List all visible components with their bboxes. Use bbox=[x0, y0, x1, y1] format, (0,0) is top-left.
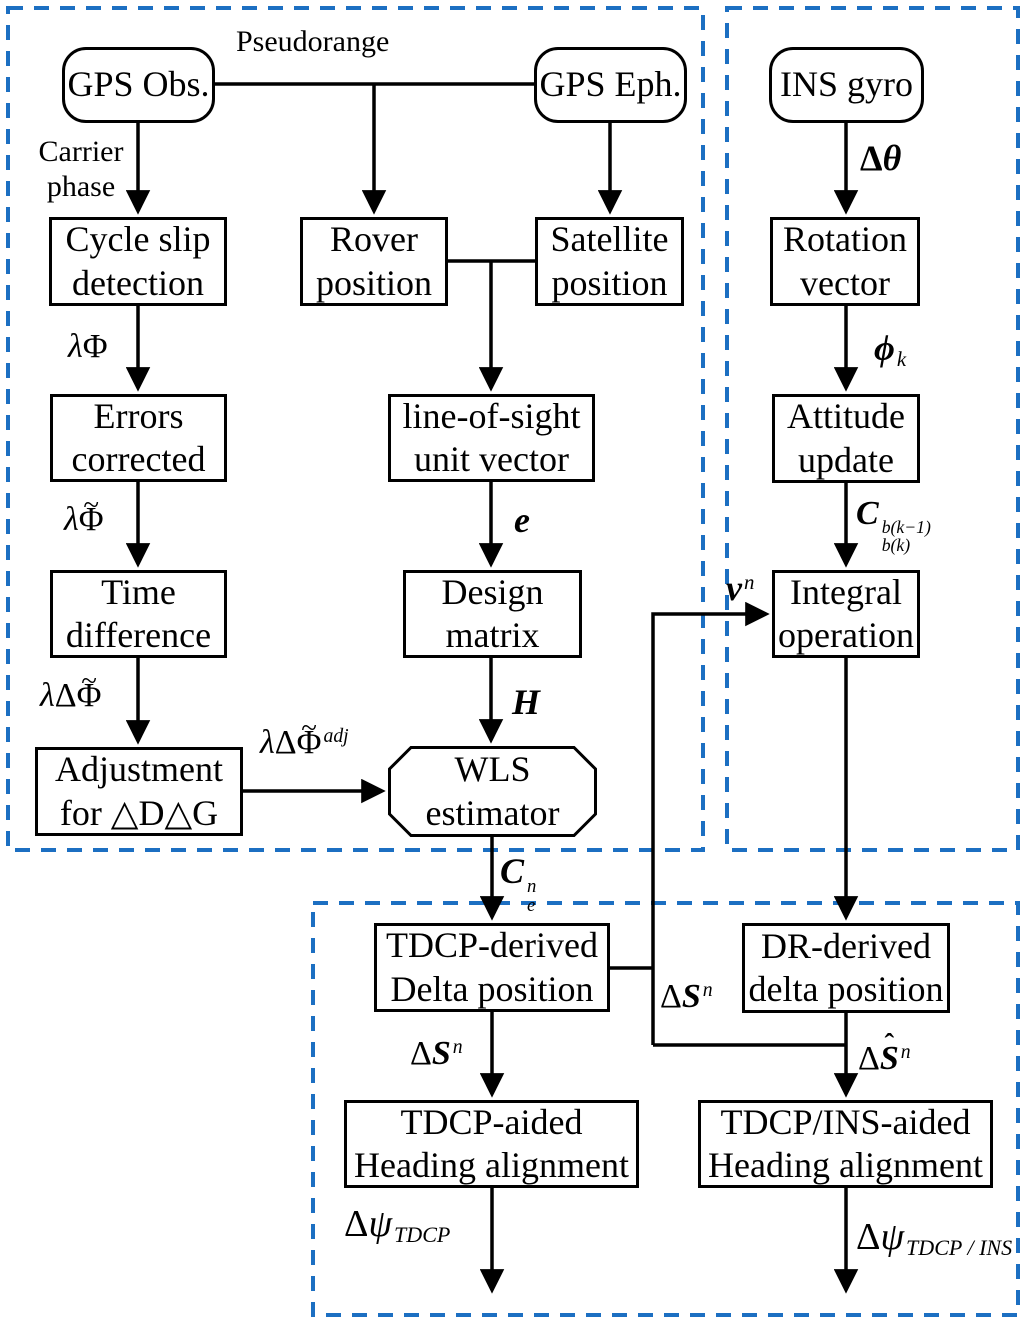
node-ins-gyro: INS gyro bbox=[769, 47, 924, 123]
node-rover-position: Rover position bbox=[300, 217, 448, 306]
node-attitude-update: Attitude update bbox=[772, 394, 920, 483]
label-lambda-phi: λΦ bbox=[68, 328, 108, 365]
label-carrier-phase: Carrier phase bbox=[38, 135, 124, 204]
group-gps-processing bbox=[6, 6, 705, 852]
node-time-difference: Time difference bbox=[50, 570, 227, 658]
node-cycle-slip-detection: Cycle slip detection bbox=[49, 217, 227, 306]
label-lambda-delta-phi-tilde: λΔ~Φ bbox=[40, 665, 102, 714]
label-lambda-phi-tilde: λ~Φ bbox=[64, 489, 104, 538]
node-wls-estimator: WLS estimator bbox=[388, 746, 597, 837]
label-phi-k: ϕk bbox=[874, 328, 907, 371]
label-h-matrix: H bbox=[512, 682, 541, 722]
label-delta-psi-tdcp: ΔψTDCP bbox=[344, 1203, 451, 1248]
node-design-matrix: Design matrix bbox=[403, 570, 582, 658]
group-ins-processing bbox=[725, 6, 1020, 852]
node-line-of-sight-unit-vector: line-of-sight unit vector bbox=[388, 394, 595, 482]
node-tdcp-aided-heading-alignment: TDCP-aided Heading alignment bbox=[344, 1100, 639, 1188]
wls-octagon-shape bbox=[388, 746, 597, 837]
node-dr-derived-delta-position: DR-derived delta position bbox=[742, 923, 950, 1013]
edge-junction-integral-vn bbox=[651, 601, 770, 1045]
node-integral-operation: Integral operation bbox=[772, 570, 920, 658]
node-adjustment: Adjustment for △D△G bbox=[35, 747, 243, 836]
node-tdcp-ins-aided-heading-alignment: TDCP/INS-aided Heading alignment bbox=[698, 1100, 993, 1188]
group-heading-alignment bbox=[311, 901, 1020, 1317]
node-errors-corrected: Errors corrected bbox=[50, 394, 227, 482]
node-tdcp-derived-delta-position: TDCP-derived Delta position bbox=[374, 923, 610, 1012]
node-rotation-vector: Rotation vector bbox=[770, 217, 920, 306]
node-gps-obs: GPS Obs. bbox=[62, 47, 215, 123]
label-delta-psi-tdcp-ins: ΔψTDCP / INS bbox=[856, 1216, 1013, 1261]
node-satellite-position: Satellite position bbox=[535, 217, 684, 306]
label-v-n: vn bbox=[726, 568, 755, 608]
label-delta-theta: Δθ bbox=[860, 138, 902, 178]
node-gps-eph: GPS Eph. bbox=[534, 47, 687, 123]
label-pseudorange: Pseudorange bbox=[236, 25, 390, 58]
label-e-vector: e bbox=[514, 500, 530, 540]
